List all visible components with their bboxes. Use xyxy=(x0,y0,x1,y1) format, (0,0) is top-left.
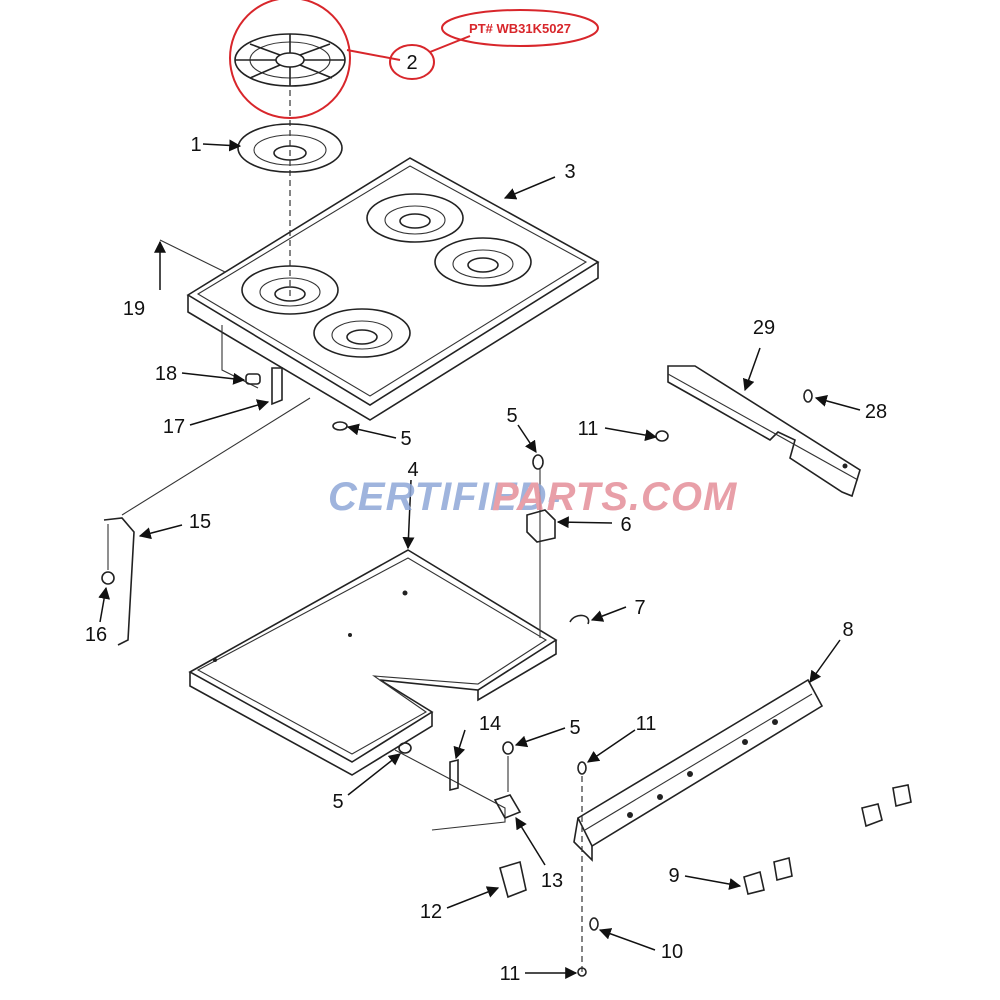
screw-10 xyxy=(589,917,599,931)
screw-28 xyxy=(803,389,813,403)
callout-11-front: 11 xyxy=(636,713,657,735)
clip-18 xyxy=(245,373,261,385)
callout-5-top: 5 xyxy=(400,428,411,450)
callout-5-left: 5 xyxy=(332,791,343,813)
part-number-label: PT# WB31K5027 xyxy=(469,21,571,36)
callout-4: 4 xyxy=(407,459,418,481)
burner-grate xyxy=(234,33,346,87)
callout-2: 2 xyxy=(406,52,417,74)
watermark: CERTIFIED- PARTS.COM xyxy=(328,475,738,519)
callout-10: 10 xyxy=(661,941,683,963)
screw-5a xyxy=(332,421,348,431)
screw-11c xyxy=(577,967,587,977)
callout-7: 7 xyxy=(634,597,645,619)
bracket-6 xyxy=(526,509,556,543)
support-rod-15 xyxy=(101,517,135,646)
callout-5-low: 5 xyxy=(569,717,580,739)
callout-5-mid: 5 xyxy=(506,405,517,427)
callout-16: 16 xyxy=(85,624,107,646)
callout-11-rear: 11 xyxy=(578,418,599,440)
clips-9 xyxy=(743,784,912,895)
watermark-part-1: CERTIFIED- xyxy=(328,475,562,519)
nut-16 xyxy=(101,571,115,585)
callout-18: 18 xyxy=(155,363,177,385)
clip-12 xyxy=(499,860,527,899)
callout-1: 1 xyxy=(190,134,201,156)
leader-lines xyxy=(98,139,861,979)
callout-3: 3 xyxy=(564,161,575,183)
screw-5d xyxy=(502,741,514,755)
cooktop xyxy=(186,157,600,421)
rear-panel-29 xyxy=(667,365,861,498)
screw-5c xyxy=(398,742,412,754)
front-panel-8 xyxy=(573,678,824,862)
burner-box-4 xyxy=(188,549,558,776)
callout-17: 17 xyxy=(163,416,185,438)
callout-11-bottom: 11 xyxy=(500,963,521,985)
bracket-13 xyxy=(493,794,522,820)
callout-8: 8 xyxy=(842,619,853,641)
callout-9: 9 xyxy=(668,865,679,887)
watermark-part-2: PARTS.COM xyxy=(492,475,738,519)
callout-29: 29 xyxy=(753,317,775,339)
callout-28: 28 xyxy=(865,401,887,423)
callout-14: 14 xyxy=(479,713,501,735)
screw-5b xyxy=(532,454,544,470)
bracket-14 xyxy=(449,758,459,792)
screw-11a xyxy=(655,430,669,442)
callout-15: 15 xyxy=(189,511,211,533)
grate-highlight-ring xyxy=(229,0,351,119)
callout-numbers: 1 3 19 18 17 5 15 16 4 5 6 7 29 28 11 8 … xyxy=(85,134,887,985)
callout-13: 13 xyxy=(541,870,563,892)
highlight-callout: PT# WB31K5027 2 xyxy=(229,0,599,119)
screw-11b xyxy=(577,761,587,775)
callout-6: 6 xyxy=(620,514,631,536)
callout-19: 19 xyxy=(123,298,145,320)
clip-7 xyxy=(569,614,590,625)
callout-12: 12 xyxy=(420,901,442,923)
